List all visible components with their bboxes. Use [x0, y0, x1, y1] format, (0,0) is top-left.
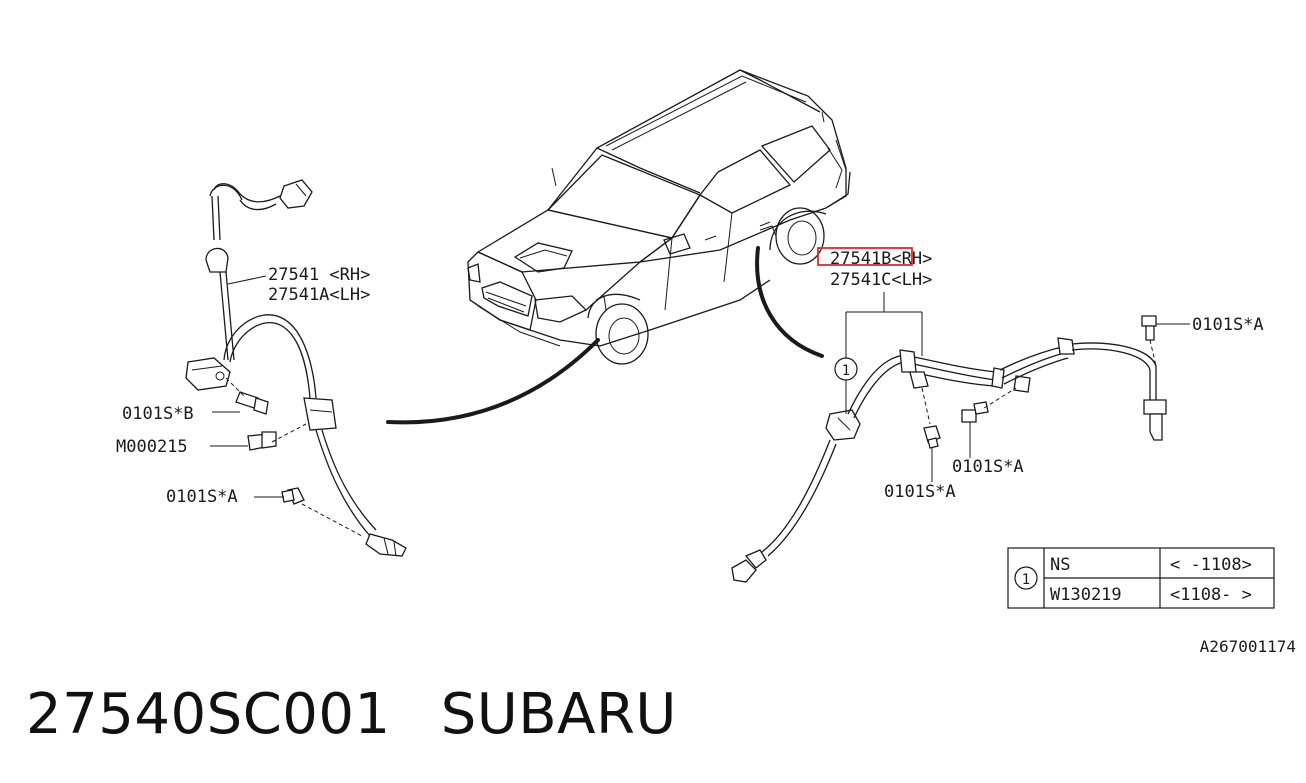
label-27541a-lh: 27541A<LH> [268, 285, 370, 305]
bolt-0101s-b [235, 391, 269, 415]
table-row-1-part: NS [1050, 555, 1070, 575]
label-0101s-a-top: 0101S*A [1192, 315, 1264, 335]
bolt-0101s-a-left [281, 487, 305, 505]
ref-marker-circle [834, 357, 858, 381]
bolt-0101s-a-top [1141, 315, 1157, 341]
table-row-2-part: W130219 [1050, 585, 1122, 605]
label-27541b-rh: 27541B<RH> [830, 249, 932, 269]
table-ref-marker: 1 [1022, 572, 1030, 588]
table-row-2-range: <1108- > [1170, 585, 1252, 605]
front-abs-sensor-assembly [185, 179, 407, 557]
front-leader-curve [386, 338, 600, 425]
label-0101s-a-left: 0101S*A [166, 487, 238, 507]
figure-code: A267001174 [1200, 637, 1296, 656]
bolt-0101s-a-mid [961, 401, 989, 423]
rear-leader-curve [755, 246, 824, 358]
highlight-box [817, 247, 913, 266]
table-row-1-range: < -1108> [1170, 555, 1252, 575]
footer-brand: SUBARU [440, 682, 677, 747]
footer-part-number: 27540SC001 [26, 682, 391, 747]
ref-marker-number: 1 [842, 363, 850, 379]
bolt-0101s-a-low [923, 425, 941, 449]
reference-table: 1 NS < -1108> W130219 <1108- > [1007, 547, 1275, 609]
rear-abs-sensor-assembly [731, 337, 1167, 583]
label-27541-rh: 27541 <RH> [268, 265, 370, 285]
label-27541c-lh: 27541C<LH> [830, 270, 932, 290]
label-0101s-b: 0101S*B [122, 404, 194, 424]
vehicle-illustration [467, 69, 851, 365]
bolt-m000215 [247, 431, 277, 451]
label-0101s-a-mid: 0101S*A [952, 457, 1024, 477]
footer-title: 27540SC001 SUBARU [26, 682, 677, 747]
label-0101s-a-low: 0101S*A [884, 482, 956, 502]
label-m000215: M000215 [116, 437, 188, 457]
